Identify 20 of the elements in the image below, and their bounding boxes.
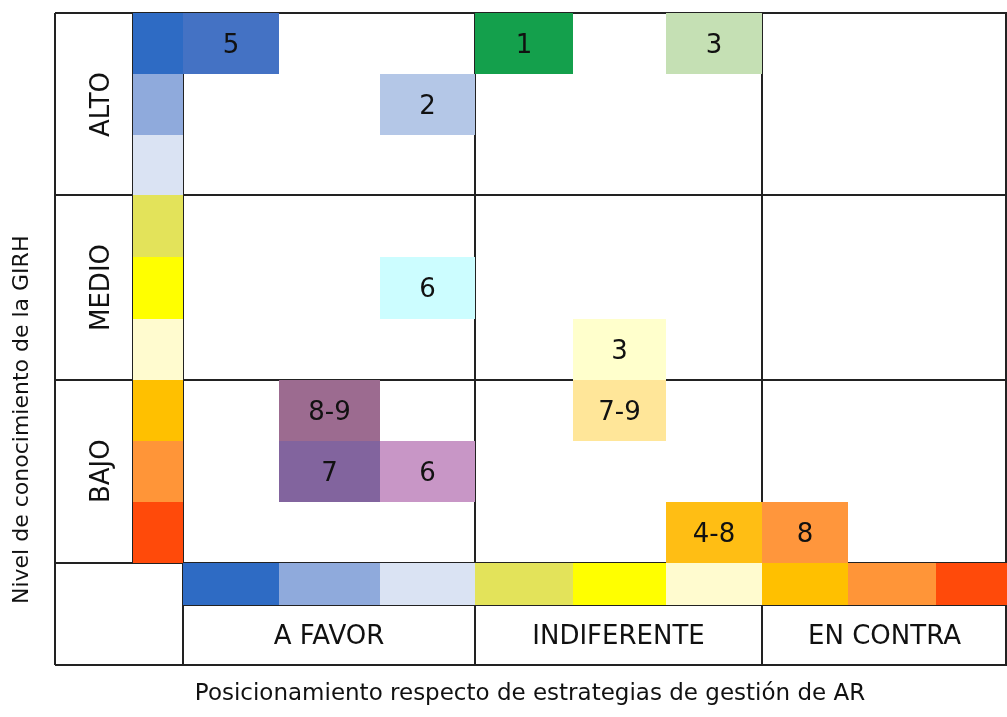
rating-cell: 1 — [475, 13, 573, 74]
rating-cell: 7 — [279, 441, 380, 502]
rating-cell: 8 — [762, 502, 848, 563]
column-label: A FAVOR — [272, 619, 386, 652]
rating-cell: 6 — [380, 257, 475, 319]
rating-cell: 6 — [380, 441, 475, 502]
column-label: EN CONTRA — [807, 619, 962, 652]
rating-cell: 8-9 — [279, 380, 380, 441]
rating-cell: 2 — [380, 74, 475, 135]
axis-title: Posicionamiento respecto de estrategias de gestión de AR — [193, 678, 867, 707]
rating-cell: 3 — [666, 13, 762, 74]
row-label: ALTO — [84, 70, 116, 139]
row-label: MEDIO — [84, 243, 116, 333]
column-label: INDIFERENTE — [531, 619, 706, 652]
rating-cell: 7-9 — [573, 380, 666, 441]
rating-cell: 4-8 — [666, 502, 762, 563]
axis-title: Nivel de conocimiento de la GIRH — [6, 234, 34, 607]
row-label: BAJO — [84, 438, 116, 506]
rating-cell: 5 — [183, 13, 279, 74]
rating-cell: 3 — [573, 319, 666, 380]
